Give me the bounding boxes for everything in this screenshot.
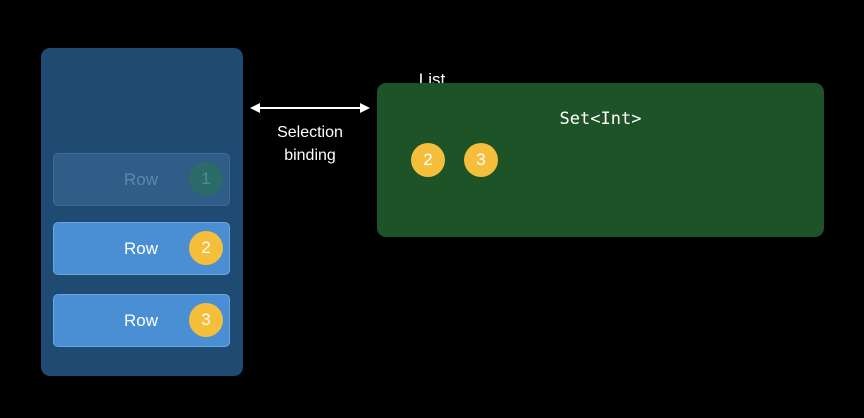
set-item-badge: 3 [464,143,498,177]
list-row-2[interactable]: Row 2 [53,222,230,275]
binding-label: Selection binding [250,121,370,167]
set-item-badge: 2 [411,143,445,177]
binding-label-line-2: binding [284,147,336,164]
set-title: Set<Int> [559,109,642,129]
double-arrow-icon [249,98,371,118]
row-label: Row [124,239,159,258]
set-panel: Set<Int> 2 3 [377,83,824,237]
row-label: Row [124,170,159,189]
list-row-3[interactable]: Row 3 [53,294,230,347]
row-id-badge: 3 [189,303,223,337]
list-row-1[interactable]: Row 1 [53,153,230,206]
row-label: Row [124,311,159,330]
row-id-badge: 2 [189,231,223,265]
binding-label-line-1: Selection [277,124,343,141]
row-id-badge: 1 [189,162,223,196]
